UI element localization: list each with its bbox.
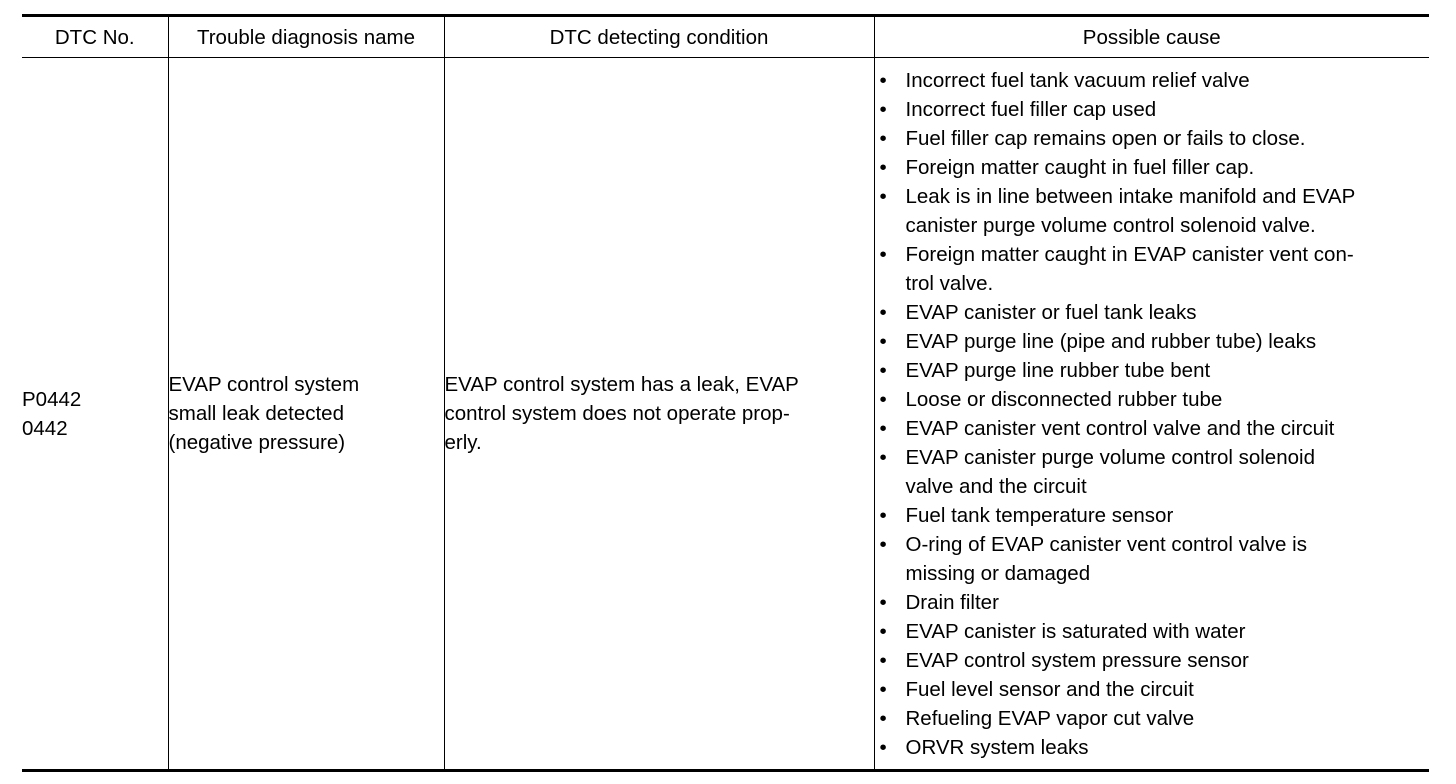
header-row: DTC No. Trouble diagnosis name DTC detec… [22, 14, 1429, 58]
bullet-icon: • [879, 300, 887, 324]
cause-item: • O-ring of EVAP canister vent control va… [875, 530, 1430, 588]
cause-item: • Leak is in line between intake manifold… [875, 182, 1430, 240]
cause-item: • Drain filter [875, 588, 1430, 617]
header-detecting-condition: DTC detecting condition [443, 14, 875, 58]
cause-item: • EVAP canister purge volume control sole… [875, 443, 1430, 501]
header-possible-cause: Possible cause [873, 14, 1429, 58]
cause-text: Fuel filler cap remains open or fails to… [905, 126, 1306, 150]
cause-text: Incorrect fuel filler cap used [905, 97, 1157, 121]
bullet-icon: • [879, 735, 887, 759]
trouble-name-line: small leak detected [168, 402, 344, 425]
cause-item: • EVAP canister is saturated with water [875, 617, 1430, 646]
bullet-icon: • [879, 677, 887, 701]
cause-item: • Incorrect fuel filler cap used [875, 95, 1430, 124]
trouble-name-cell: EVAP control system small leak detected … [167, 57, 445, 772]
cause-item: • EVAP purge line rubber tube bent [875, 356, 1430, 385]
cause-text: trol valve. [905, 271, 994, 295]
bullet-icon: • [879, 648, 887, 672]
cause-text: EVAP canister vent control valve and the… [905, 416, 1335, 440]
table-row: P0442 0442 EVAP control system small lea… [22, 57, 1430, 772]
bullet-icon: • [879, 184, 887, 208]
dtc-code-primary: P0442 [22, 387, 82, 411]
cause-text: EVAP purge line (pipe and rubber tube) l… [905, 329, 1317, 353]
cause-item: • Fuel level sensor and the circuit [875, 675, 1430, 704]
dtc-number-cell: P0442 0442 [22, 57, 169, 772]
bullet-icon: • [879, 126, 887, 150]
dtc-code-secondary: 0442 [22, 416, 68, 440]
bullet-icon: • [879, 358, 887, 382]
cause-text: Incorrect fuel tank vacuum relief valve [905, 68, 1250, 92]
condition-line: control system does not operate prop- [444, 402, 790, 425]
cause-item: • Foreign matter caught in EVAP canister … [875, 240, 1430, 298]
cause-item: • Refueling EVAP vapor cut valve [875, 704, 1430, 733]
dtc-table: DTC No. Trouble diagnosis name DTC detec… [22, 14, 1429, 772]
header-dtc-no: DTC No. [22, 14, 169, 58]
cause-text: Leak is in line between intake manifold … [905, 184, 1356, 208]
condition-line: erly. [444, 431, 482, 454]
bullet-icon: • [879, 590, 887, 614]
cause-text: Foreign matter caught in fuel filler cap… [905, 155, 1255, 179]
cause-item: • Loose or disconnected rubber tube [875, 385, 1430, 414]
bullet-icon: • [879, 329, 887, 353]
table-header: DTC No. Trouble diagnosis name DTC detec… [22, 14, 1429, 58]
cause-item: • Fuel tank temperature sensor [875, 501, 1430, 530]
cause-item: • ORVR system leaks [875, 733, 1430, 762]
cause-text: EVAP control system pressure sensor [905, 648, 1249, 672]
cause-text: EVAP purge line rubber tube bent [905, 358, 1211, 382]
bullet-icon: • [879, 503, 887, 527]
cause-text: O-ring of EVAP canister vent control val… [905, 532, 1307, 556]
bullet-icon: • [879, 416, 887, 440]
header-trouble-name: Trouble diagnosis name [167, 14, 445, 58]
bullet-icon: • [879, 619, 887, 643]
trouble-name-line: EVAP control system [168, 373, 360, 396]
cause-item: • Foreign matter caught in fuel filler ca… [875, 153, 1430, 182]
bullet-icon: • [879, 68, 887, 92]
cause-text: Drain filter [905, 590, 999, 614]
cause-text: ORVR system leaks [905, 735, 1089, 759]
cause-text: Loose or disconnected rubber tube [905, 387, 1223, 411]
cause-text: Foreign matter caught in EVAP canister v… [905, 242, 1354, 266]
cause-item: • EVAP canister or fuel tank leaks [875, 298, 1430, 327]
cause-text: Fuel tank temperature sensor [905, 503, 1174, 527]
cause-text: Refueling EVAP vapor cut valve [905, 706, 1195, 730]
cause-text: valve and the circuit [905, 474, 1087, 498]
detecting-condition-cell: EVAP control system has a leak, EVAP con… [443, 57, 875, 772]
bullet-icon: • [879, 155, 887, 179]
cause-item: • EVAP canister vent control valve and th… [875, 414, 1430, 443]
trouble-name-line: (negative pressure) [168, 431, 346, 454]
cause-item: • Incorrect fuel tank vacuum relief valve [875, 66, 1430, 95]
possible-cause-list: • Incorrect fuel tank vacuum relief valve… [875, 66, 1430, 762]
possible-cause-cell: • Incorrect fuel tank vacuum relief valve… [873, 57, 1430, 772]
bullet-icon: • [879, 242, 887, 266]
cause-text: canister purge volume control solenoid v… [905, 213, 1316, 237]
cause-text: EVAP canister purge volume control solen… [905, 445, 1315, 469]
cause-text: Fuel level sensor and the circuit [905, 677, 1194, 701]
cause-item: • EVAP control system pressure sensor [875, 646, 1430, 675]
cause-text: EVAP canister is saturated with water [905, 619, 1246, 643]
condition-line: EVAP control system has a leak, EVAP [444, 373, 799, 396]
bullet-icon: • [879, 97, 887, 121]
bullet-icon: • [879, 445, 887, 469]
cause-text: EVAP canister or fuel tank leaks [905, 300, 1197, 324]
bullet-icon: • [879, 706, 887, 730]
bullet-icon: • [879, 387, 887, 411]
table-body: P0442 0442 EVAP control system small lea… [22, 57, 1430, 772]
dtc-table-container: DTC No. Trouble diagnosis name DTC detec… [22, 14, 1429, 772]
cause-text: missing or damaged [905, 561, 1091, 585]
cause-item: • Fuel filler cap remains open or fails t… [875, 124, 1430, 153]
cause-item: • EVAP purge line (pipe and rubber tube) … [875, 327, 1430, 356]
bullet-icon: • [879, 532, 887, 556]
